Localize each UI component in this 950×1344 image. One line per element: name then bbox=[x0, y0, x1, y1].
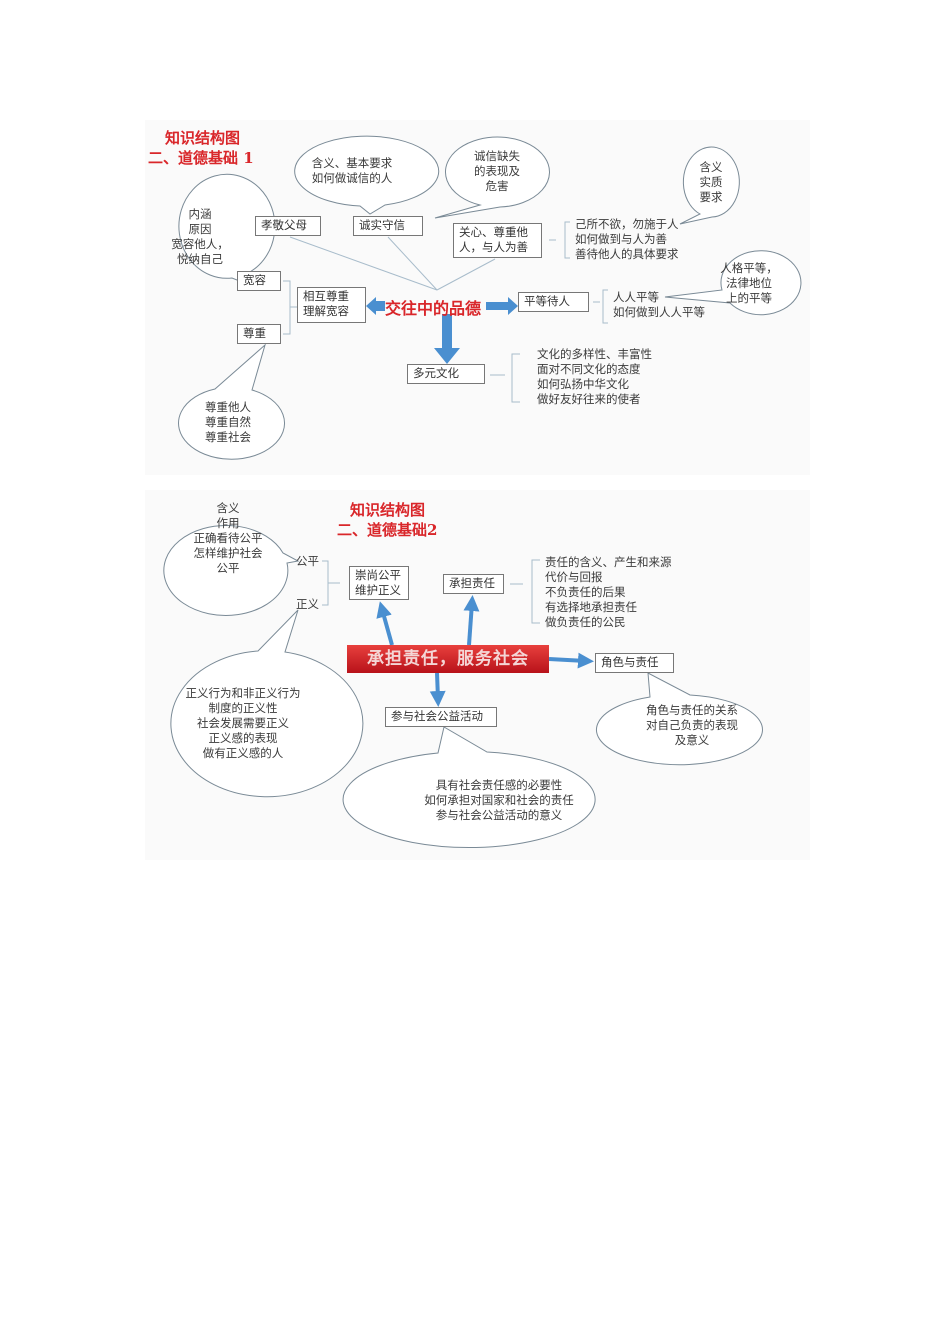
bubble-justice-text: 正义行为和非正义行为制度的正义性社会发展需要正义正义感的表现做有正义感的人 bbox=[185, 686, 301, 760]
bubble-public-welfare-text: 具有社会责任感的必要性如何承担对国家和社会的责任参与社会公益活动的意义 bbox=[424, 778, 574, 822]
bubble-respect bbox=[178, 343, 285, 460]
box-mutual: 相互尊重理解宽容 bbox=[297, 287, 366, 323]
bubble-golden-rule bbox=[679, 146, 740, 225]
label-fairness: 公平 bbox=[296, 554, 319, 568]
diagram1-title-line1: 知识结构图 bbox=[165, 129, 241, 147]
box-honesty: 诚实守信 bbox=[353, 216, 423, 236]
bubble-honesty-meaning bbox=[294, 135, 440, 215]
bubble-justice bbox=[170, 609, 364, 798]
box-fair-just: 崇尚公平维护正义 bbox=[349, 566, 409, 600]
bubble-fairness-text: 含义作用正确看待公平怎样维护社会公平 bbox=[193, 501, 263, 575]
list-care: 己所不欲，勿施于人如何做到与人为善善待他人的具体要求 bbox=[575, 217, 679, 261]
bubble-honesty-lack bbox=[434, 136, 550, 219]
list-responsibility: 责任的含义、产生和来源代价与回报不负责任的后果有选择地承担责任做负责任的公民 bbox=[545, 555, 672, 629]
bubble-respect-text: 尊重他人尊重自然尊重社会 bbox=[205, 400, 251, 444]
box-care: 关心、尊重他人，与人为善 bbox=[453, 223, 542, 258]
list-equality: 人人平等如何做到人人平等 bbox=[613, 290, 705, 319]
arrow-right bbox=[486, 297, 518, 315]
bubble-role-text: 角色与责任的关系对自己负责的表现及意义 bbox=[646, 703, 738, 747]
bubble-tolerance bbox=[178, 173, 276, 283]
box-public-welfare: 参与社会公益活动 bbox=[385, 707, 497, 727]
label-justice: 正义 bbox=[296, 597, 319, 611]
box-filial: 孝敬父母 bbox=[255, 216, 321, 236]
box-culture: 多元文化 bbox=[407, 364, 485, 384]
bubble-equality-text: 人格平等，法律地位上的平等 bbox=[720, 261, 778, 305]
diagram2-title-line2: 二、道德基础2 bbox=[337, 521, 438, 539]
arrow-down bbox=[434, 314, 460, 364]
diagram2-center: 承担责任，服务社会 bbox=[347, 645, 549, 673]
bubble-golden-rule-text: 含义实质要求 bbox=[699, 160, 723, 204]
bubble-tolerance-text: 内涵原因宽容他人，悦纳自己 bbox=[171, 207, 229, 266]
diagram2-title-line1: 知识结构图 bbox=[350, 501, 426, 519]
bubble-role bbox=[596, 672, 763, 766]
diagram1-title-line2: 二、道德基础 1 bbox=[148, 149, 254, 167]
bubble-honesty-lack-text: 诚信缺失的表现及危害 bbox=[474, 149, 520, 193]
box-tolerance: 宽容 bbox=[237, 271, 281, 291]
box-role: 角色与责任 bbox=[595, 653, 674, 673]
box-responsibility: 承担责任 bbox=[443, 574, 504, 594]
bubble-fairness bbox=[163, 524, 300, 616]
list-culture: 文化的多样性、丰富性面对不同文化的态度如何弘扬中华文化做好友好往来的使者 bbox=[537, 347, 652, 406]
bubble-public-welfare bbox=[342, 726, 596, 849]
arrow-left bbox=[366, 297, 385, 315]
bubble-equality bbox=[664, 250, 802, 316]
bubble-honesty-meaning-text: 含义、基本要求如何做诚信的人 bbox=[311, 156, 393, 185]
box-respect: 尊重 bbox=[237, 324, 281, 344]
diagram1-center: 交往中的品德 bbox=[385, 299, 482, 318]
box-equality: 平等待人 bbox=[518, 292, 589, 312]
